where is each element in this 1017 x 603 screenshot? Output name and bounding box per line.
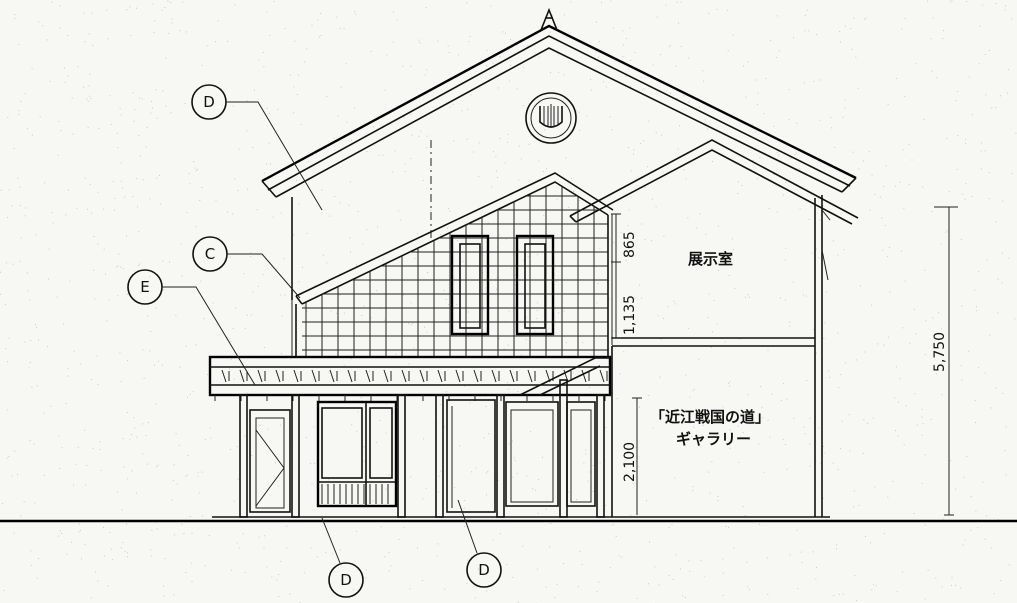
crest-emblem: [525, 92, 577, 144]
dim-865: 865: [622, 231, 638, 258]
callout-c: C: [192, 236, 301, 299]
dim-2100: 2,100: [622, 442, 638, 482]
dim-1135: 1,135: [622, 295, 638, 335]
room-gallery-label-line1: 「近江戦国の道」: [650, 408, 770, 426]
callout-e-letter: E: [140, 278, 149, 296]
callout-c-letter: C: [205, 245, 215, 263]
main-walls: [291, 195, 831, 517]
room-gallery-label-line2: ギャラリー: [676, 430, 751, 448]
callout-d-bottom-right-letter: D: [478, 561, 490, 579]
main-roof: [261, 7, 857, 198]
canopy: [208, 355, 612, 401]
tiled-roof: [295, 172, 614, 357]
dimension-lines: [611, 206, 958, 516]
callout-d-bottom-left: D: [321, 517, 364, 598]
upper-lean-to-roof: [569, 139, 859, 225]
callout-d-top-letter: D: [203, 93, 215, 111]
room-exhibition-label: 展示室: [688, 250, 733, 268]
ground-floor: [239, 300, 605, 518]
tall-windows: [450, 234, 555, 336]
callout-d-bottom-right: D: [457, 499, 502, 588]
callout-e: E: [127, 269, 256, 386]
callout-d-bottom-left-letter: D: [340, 571, 352, 589]
dim-5750: 5,750: [932, 332, 948, 372]
roof-tile-grid: [295, 186, 609, 357]
callout-d-top: D: [191, 84, 323, 211]
